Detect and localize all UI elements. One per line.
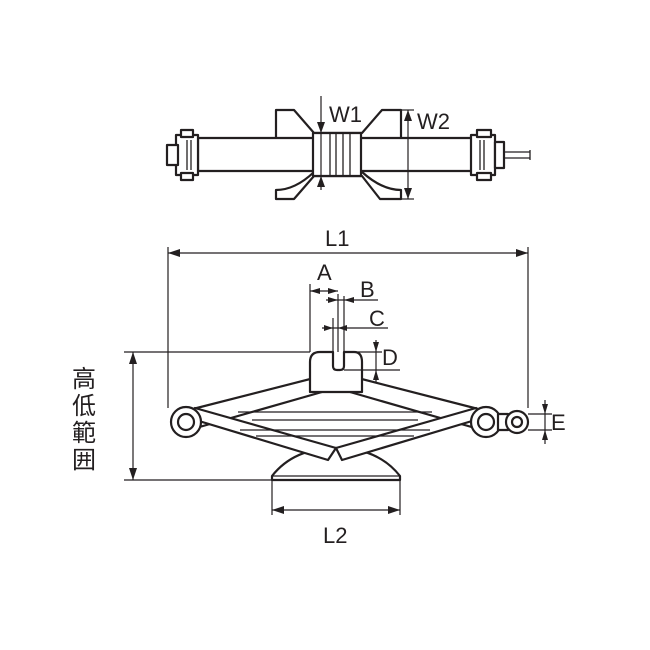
front-view-right-pivot bbox=[469, 405, 503, 439]
top-view-right-end-fitting bbox=[469, 128, 531, 182]
height-range-label: 高 低 範 囲 bbox=[72, 365, 96, 474]
front-view-lower-left-arm bbox=[187, 406, 338, 462]
svg-text:囲: 囲 bbox=[72, 446, 96, 474]
d-label: D bbox=[382, 345, 398, 370]
c-label: C bbox=[369, 306, 385, 331]
svg-text:範: 範 bbox=[72, 419, 96, 447]
b-label: B bbox=[360, 277, 375, 302]
svg-text:高: 高 bbox=[72, 365, 96, 393]
top-view-left-end-fitting bbox=[165, 128, 200, 182]
w2-dimension bbox=[401, 109, 414, 200]
b-dimension bbox=[326, 296, 378, 352]
c-dimension bbox=[322, 318, 388, 352]
e-label: E bbox=[551, 410, 566, 435]
front-view-base-dome bbox=[270, 446, 402, 482]
a-label: A bbox=[317, 260, 332, 285]
top-view-saddle bbox=[311, 131, 363, 178]
svg-text:低: 低 bbox=[72, 392, 96, 420]
e-dimension bbox=[528, 400, 552, 444]
w2-label: W2 bbox=[417, 109, 450, 134]
front-view-lower-right-arm bbox=[334, 406, 484, 462]
height-range-dimension bbox=[124, 351, 310, 481]
front-view-saddle bbox=[308, 350, 364, 394]
w1-label: W1 bbox=[329, 102, 362, 127]
front-view-screw-eye bbox=[496, 409, 530, 435]
l1-label: L1 bbox=[325, 226, 349, 251]
l2-label: L2 bbox=[323, 523, 347, 548]
top-view: W1 W2 bbox=[165, 96, 531, 201]
front-view: L1 A B C bbox=[72, 226, 566, 548]
d-dimension bbox=[344, 340, 400, 382]
l1-dimension bbox=[167, 247, 529, 408]
a-dimension bbox=[309, 284, 339, 352]
l2-dimension bbox=[271, 480, 401, 515]
w1-dimension bbox=[317, 96, 325, 190]
front-view-left-pivot bbox=[169, 405, 203, 439]
